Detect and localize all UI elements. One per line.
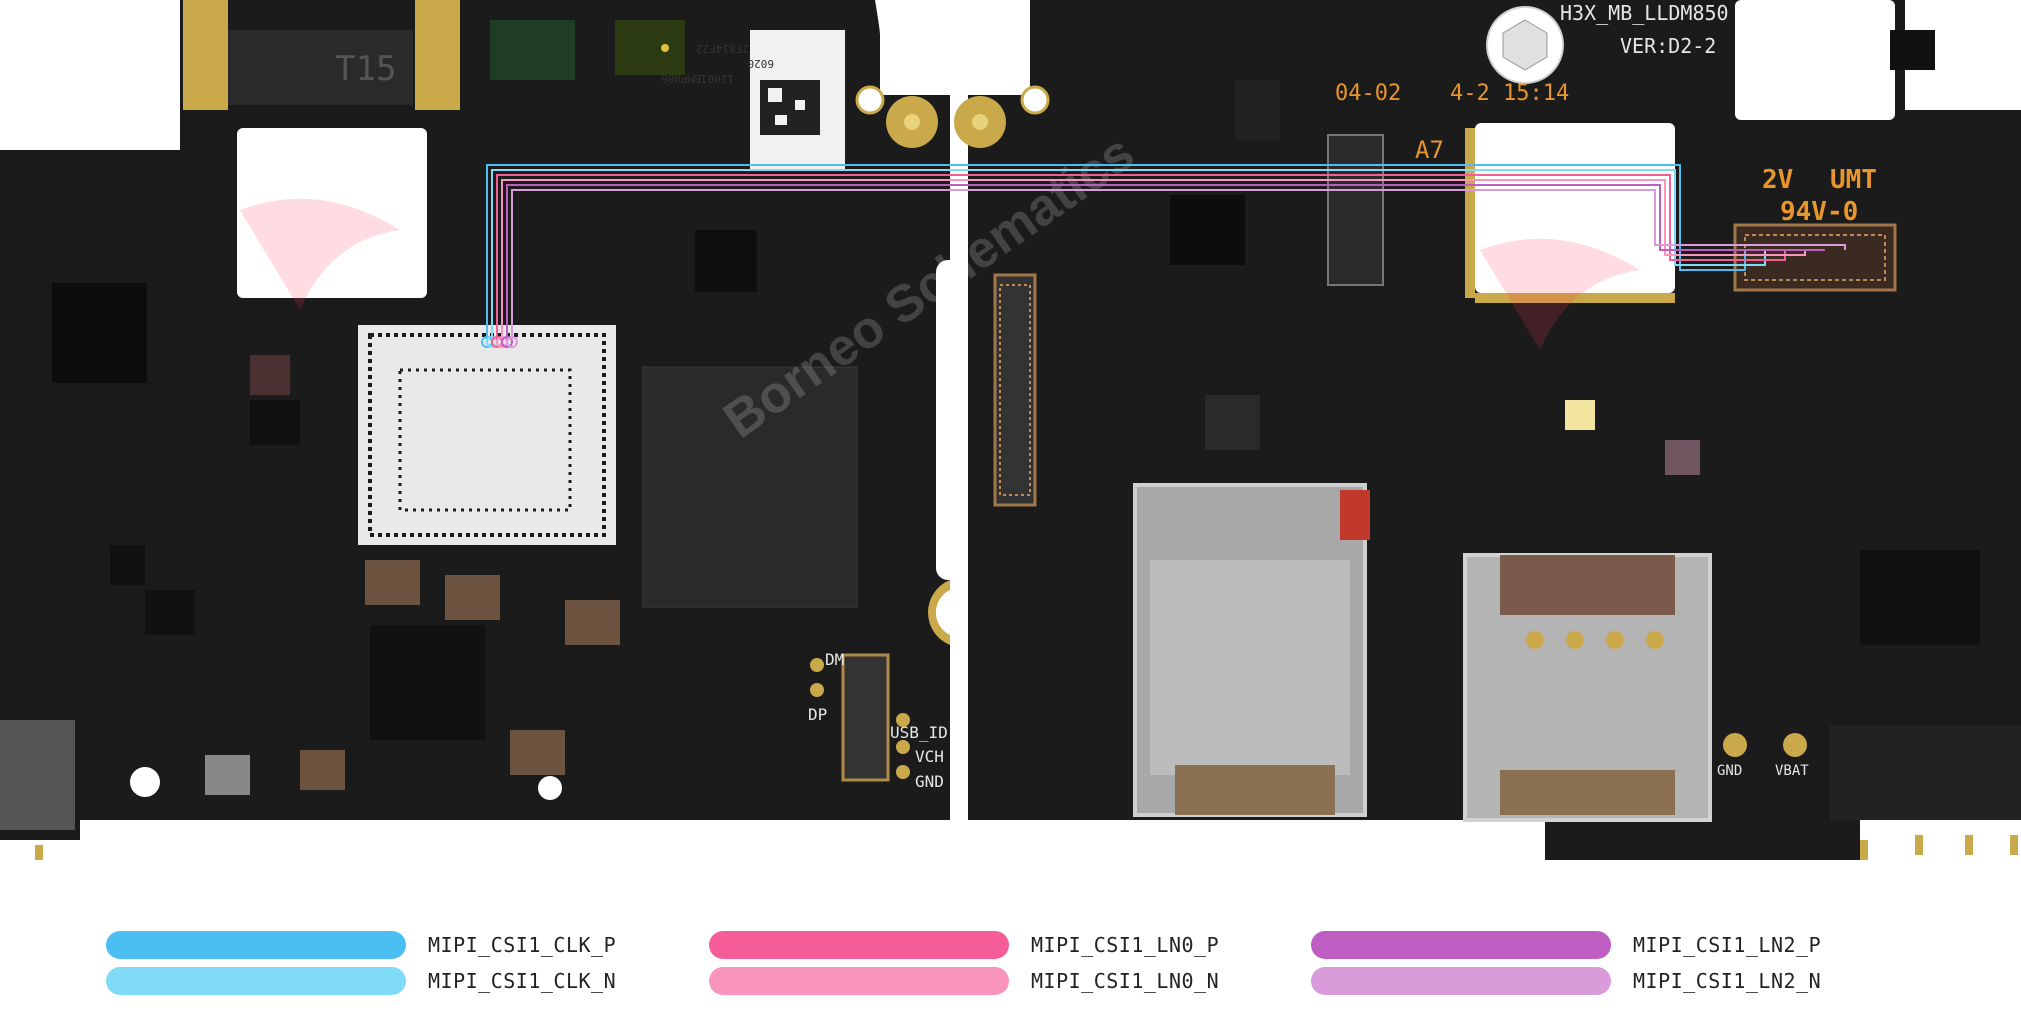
trace-ln2-n [511,189,1846,340]
legend-swatch-ln2-n [1311,967,1611,995]
legend-label-ln0-p: MIPI_CSI1_LN0_P [1031,933,1220,957]
memory-chip [642,366,858,608]
trace-clk-n [491,169,1766,340]
legend-item-ln0-n: MIPI_CSI1_LN0_N [709,966,1219,996]
part-code-2: 6020 [748,57,775,70]
dp-label: DP [808,705,827,724]
date-code: 04-02 [1335,81,1401,106]
legend-item-ln2-n: MIPI_CSI1_LN2_N [1311,966,1821,996]
gnd-label-right: GND [1717,763,1742,779]
part-serial: 12001BMP006 [661,72,734,85]
legend-item-clk-p: MIPI_CSI1_CLK_P [106,930,616,960]
legend-item-ln2-p: MIPI_CSI1_LN2_P [1311,930,1821,960]
usb-id-label: USB_ID [890,723,948,742]
legend: MIPI_CSI1_CLK_P MIPI_CSI1_CLK_N MIPI_CSI… [0,900,2021,1020]
pcb-diagram: T15 2F814F22 6020 12001BMP006 [0,0,2021,860]
pcb-board-svg: T15 2F814F22 6020 12001BMP006 [0,0,2021,860]
legend-label-ln2-n: MIPI_CSI1_LN2_N [1633,969,1822,993]
legend-item-clk-n: MIPI_CSI1_CLK_N [106,966,616,996]
rating-label-1: 2V [1762,165,1793,195]
date-code-2: 4-2 15:14 [1450,81,1569,106]
flash-led [1565,400,1595,430]
bga-pads [358,325,616,545]
a7-label: A7 [1415,136,1444,164]
usb-connector [841,653,890,782]
left-board: T15 2F814F22 6020 12001BMP006 [0,0,950,860]
legend-label-clk-p: MIPI_CSI1_CLK_P [428,933,617,957]
trace-ln0-n [501,179,1806,340]
legend-swatch-clk-n [106,967,406,995]
vch-label: VCH [915,747,944,766]
trace-ln2-p [506,184,1825,340]
legend-label-ln0-n: MIPI_CSI1_LN0_N [1031,969,1220,993]
cell-label: T15 [335,49,396,89]
trace-ln0-p [496,174,1786,340]
vbat-label: VBAT [1775,763,1809,779]
rating-label-3: 94V-0 [1780,197,1858,227]
legend-label-clk-n: MIPI_CSI1_CLK_N [428,969,617,993]
trace-clk-p [486,164,1746,340]
lcd-connector [993,273,1037,507]
trace-pad-ln2-p [501,336,513,348]
legend-item-ln0-p: MIPI_CSI1_LN0_P [709,930,1219,960]
legend-swatch-ln0-p [709,931,1009,959]
part-code: 2F814F22 [696,42,749,55]
legend-swatch-ln0-n [709,967,1009,995]
mipi-traces [481,164,1846,348]
legend-swatch-ln2-p [1311,931,1611,959]
board-connector [1327,134,1384,286]
version-label: VER:D2-2 [1620,34,1716,58]
rating-label-2: UMT [1830,165,1877,195]
right-board: H3X_MB_LLDM850 VER:D2-2 04-02 4-2 15:14 … [954,0,2021,860]
gnd-label-left: GND [915,772,944,791]
trace-pad-ln2-n [506,336,518,348]
legend-swatch-clk-p [106,931,406,959]
model-label: H3X_MB_LLDM850 [1560,1,1729,25]
legend-label-ln2-p: MIPI_CSI1_LN2_P [1633,933,1822,957]
dm-label: DM [825,650,844,669]
